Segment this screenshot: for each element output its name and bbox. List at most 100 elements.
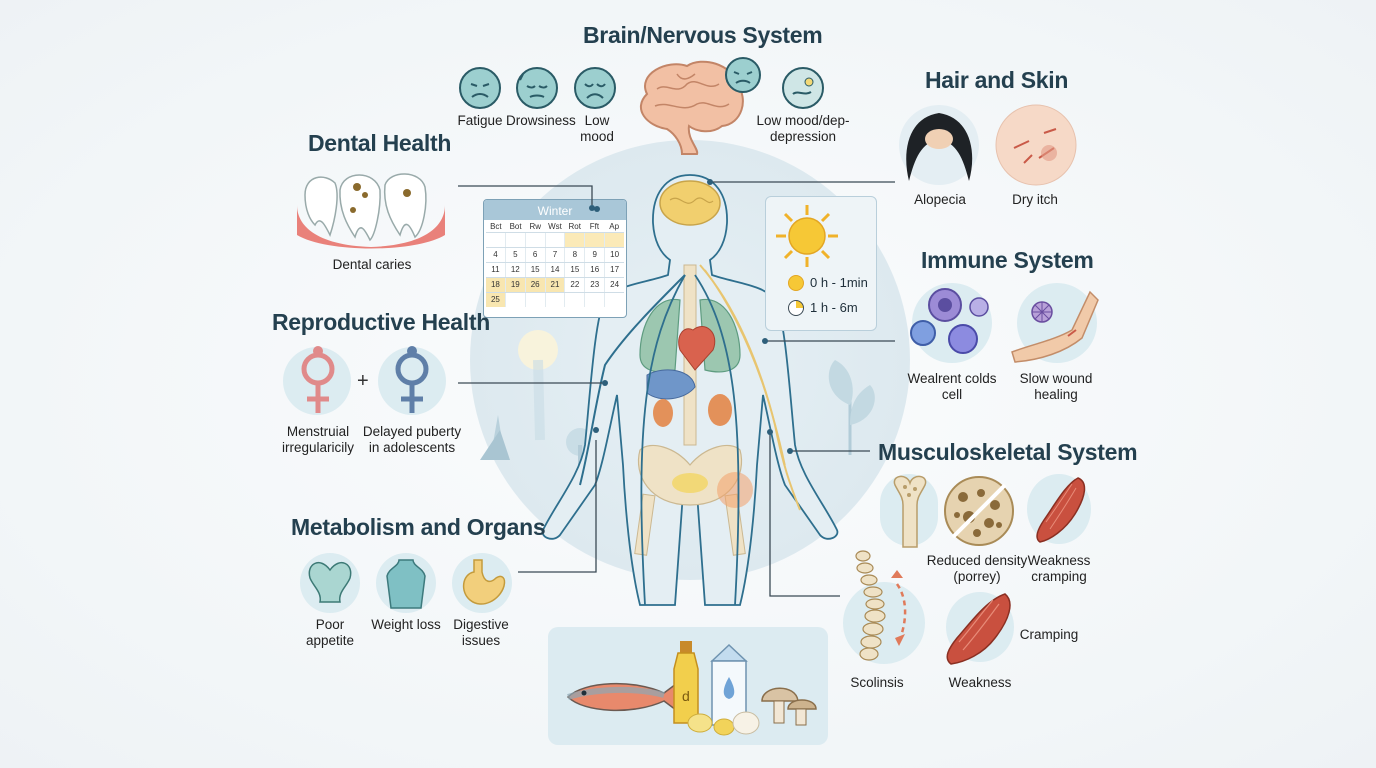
brain-section-title: Brain/Nervous System xyxy=(583,22,823,48)
metabolism-section-title: Metabolism and Organs xyxy=(291,514,546,540)
calendar-pin-icon xyxy=(594,206,600,212)
calendar-cell xyxy=(544,293,565,307)
spine-icon-bg xyxy=(843,582,925,664)
calendar-cell: 4 xyxy=(493,250,498,259)
calendar-cell: 8 xyxy=(564,248,584,262)
calendar-cell: 25 xyxy=(486,293,505,307)
calendar-cell: 10 xyxy=(604,248,624,262)
slow-wound-healing-label: Slow wound healing xyxy=(1019,371,1093,402)
calendar-day: Fft xyxy=(589,222,600,231)
immune-cells-icon xyxy=(910,288,989,354)
cramping-label: Cramping xyxy=(1019,627,1079,642)
calendar-cell xyxy=(584,293,604,307)
calendar-cell: 22 xyxy=(564,278,584,292)
calendar-cell xyxy=(524,293,545,307)
teeth-icon xyxy=(297,173,445,249)
calendar-cell: 23 xyxy=(584,278,604,292)
low-mood-label: Low mood xyxy=(580,113,614,144)
fatigue-label: Fatigue xyxy=(457,113,503,128)
oil-bottle-icon: d xyxy=(673,641,699,724)
musculoskeletal-section-title: Musculoskeletal System xyxy=(878,439,1138,465)
calendar-cell xyxy=(584,233,605,247)
low-mood-depression-label: Low mood/dep- depression xyxy=(756,113,850,144)
calendar-cell: 19 xyxy=(504,278,525,292)
calendar-cell xyxy=(504,293,525,307)
weak-colds-label: Wealrent colds cell xyxy=(907,371,997,402)
calendar-cell xyxy=(504,233,525,247)
digestive-issues-label: Digestive issues xyxy=(453,617,509,648)
alopecia-label: Alopecia xyxy=(914,192,966,207)
calendar-cell: 14 xyxy=(544,263,565,277)
dental-section-title: Dental Health xyxy=(308,130,452,156)
spine-icon xyxy=(855,550,907,661)
calendar-day: Rot xyxy=(568,222,581,231)
drowsiness-face-icon xyxy=(516,67,558,109)
brain-icon xyxy=(640,60,744,155)
human-body-figure xyxy=(541,174,839,606)
scoliosis-label: Scolinsis xyxy=(850,675,904,690)
calendar-cell xyxy=(564,293,584,307)
porous-bone-icon xyxy=(944,476,1014,546)
milk-carton-icon xyxy=(710,643,748,726)
calendar-cell: 26 xyxy=(524,278,545,292)
calendar-header: Winter xyxy=(484,200,626,220)
calendar-day-header: Bct Bot Rw Wst Rot Fft Ap xyxy=(484,220,626,231)
hair-skin-section-title: Hair and Skin xyxy=(925,67,1069,93)
thin-torso-icon xyxy=(386,559,426,609)
depressed-face-icon xyxy=(725,57,761,93)
reduced-density-label: Reduced density (porrey) xyxy=(926,553,1028,584)
wound-arm-icon xyxy=(1011,290,1099,363)
bottle-label-text: d xyxy=(682,688,690,704)
calendar-cell xyxy=(524,233,545,247)
calendar-day: Rw xyxy=(529,222,542,231)
calendar-row: 25 xyxy=(486,292,624,307)
calendar-day: Wst xyxy=(548,222,562,231)
calendar-cell: 9 xyxy=(584,248,604,262)
calendar-cell xyxy=(564,233,585,247)
calendar-row xyxy=(486,232,625,247)
sun-exposure-panel: 0 h - 1min 1 h - 6m xyxy=(765,196,877,331)
clock-icon xyxy=(788,300,804,316)
calendar-cell: 6 xyxy=(524,248,545,262)
dental-caries-label: Dental caries xyxy=(332,257,412,272)
menstrual-irregularity-label: Menstruial irregularicily xyxy=(281,424,354,455)
calendar-day: Bot xyxy=(509,222,522,231)
dry-itch-label: Dry itch xyxy=(1012,192,1058,207)
confused-face-icon xyxy=(782,67,824,109)
muscle-icon xyxy=(1036,477,1086,543)
calendar-cell: 24 xyxy=(604,278,624,292)
calendar-cell: 5 xyxy=(504,248,525,262)
leaf-decoration xyxy=(828,360,875,455)
bone-icon xyxy=(893,475,927,548)
small-sun-icon xyxy=(788,275,804,291)
eggs-icon xyxy=(687,711,760,736)
low-mood-face-icon xyxy=(574,67,616,109)
weakness-label: Weakness xyxy=(948,675,1012,690)
calendar-title: Winter xyxy=(537,204,573,218)
calendar-cell: 7 xyxy=(544,248,565,262)
large-muscle-icon xyxy=(946,593,1011,665)
poor-appetite-label: Poor appetite xyxy=(305,617,355,648)
immune-section-title: Immune System xyxy=(921,247,1094,273)
sun-duration-1: 0 h - 1min xyxy=(810,275,868,290)
vitamin-d-foods-panel: d xyxy=(548,627,828,745)
calendar-cell: 16 xyxy=(584,263,604,277)
sun-icon xyxy=(776,205,838,267)
reproductive-section-title: Reproductive Health xyxy=(272,309,490,335)
fatigue-face-icon xyxy=(459,67,501,109)
sun-duration-2: 1 h - 6m xyxy=(810,300,858,315)
mushrooms-icon xyxy=(761,687,817,726)
calendar-cell: 18 xyxy=(486,278,505,292)
weight-loss-label: Weight loss xyxy=(371,617,441,632)
calendar-day: Bct xyxy=(490,222,502,231)
alopecia-head-icon xyxy=(899,105,979,185)
delayed-puberty-label: Delayed puberty in adolescents xyxy=(362,424,462,455)
calendar-cell: 15 xyxy=(524,263,545,277)
plus-sign: + xyxy=(357,370,369,392)
